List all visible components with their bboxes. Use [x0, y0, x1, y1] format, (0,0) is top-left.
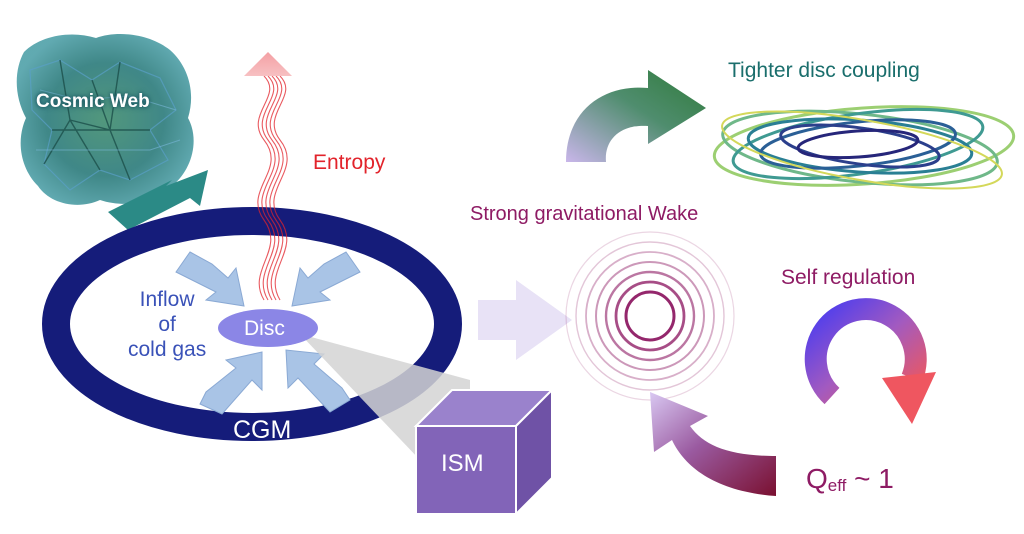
cgm-label: CGM	[233, 416, 292, 444]
cosmic-inflow-arrow	[108, 170, 208, 230]
inflow-arrows	[175, 251, 361, 415]
tighter-coupling-arrow	[566, 70, 706, 162]
entropy-arrow-head	[244, 52, 292, 76]
entropy-label: Entropy	[313, 151, 386, 174]
inflow-label-line2: of	[158, 312, 176, 336]
inflow-arrow-top-right	[291, 251, 361, 307]
inflow-arrow-top-left	[175, 251, 245, 307]
inflow-label: Inflow of cold gas	[128, 288, 206, 362]
inflow-arrow-bottom-left	[199, 351, 263, 415]
qeff-label: Qeff ~ 1	[806, 463, 894, 495]
qeff-subscript: eff	[827, 476, 847, 495]
self-regulation-label: Self regulation	[781, 266, 916, 289]
inflow-label-line1: Inflow	[139, 288, 195, 311]
ism-label: ISM	[441, 450, 484, 477]
cgm-to-wake-arrow	[478, 280, 572, 360]
inflow-arrow-bottom-right	[285, 349, 351, 413]
cgm-ring	[42, 207, 462, 441]
cosmic-web-label: Cosmic Web	[36, 91, 150, 112]
disc-label: Disc	[244, 317, 285, 340]
self-regulation-cycle	[804, 298, 936, 424]
wake-rings	[565, 231, 735, 401]
cosmic-web-image	[16, 34, 194, 205]
inflow-label-line3: cold gas	[128, 337, 207, 361]
tight-disc-rings	[712, 105, 1016, 190]
tighter-coupling-label: Tighter disc coupling	[728, 59, 920, 82]
ism-cube	[413, 387, 555, 517]
wake-label: Strong gravitational Wake	[470, 203, 699, 225]
qeff-base: Q	[806, 463, 828, 494]
qeff-rest: ~ 1	[846, 463, 894, 494]
entropy-wave-lines	[257, 75, 288, 301]
feedback-arrow	[650, 392, 776, 496]
disc-ellipse	[218, 309, 318, 347]
